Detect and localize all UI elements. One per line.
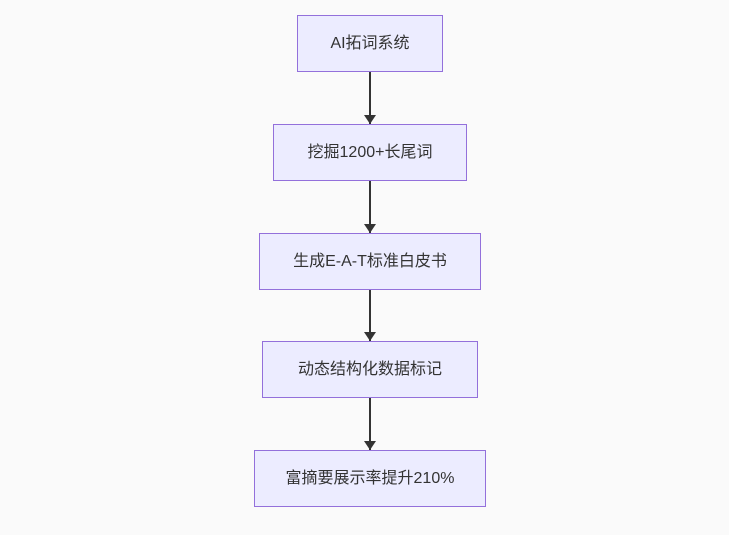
flow-arrow-1 (364, 72, 376, 124)
flow-arrow-3 (364, 290, 376, 341)
flow-node-rich-snippet-result: 富摘要展示率提升210% (254, 450, 486, 507)
arrow-down-icon (364, 332, 376, 341)
flow-arrow-4 (364, 398, 376, 450)
arrow-down-icon (364, 224, 376, 233)
flow-node-longtail-mining: 挖掘1200+长尾词 (273, 124, 467, 181)
flow-node-eat-whitepaper: 生成E-A-T标准白皮书 (259, 233, 481, 290)
flow-node-structured-data-markup: 动态结构化数据标记 (262, 341, 478, 398)
flow-node-ai-keyword-system: AI拓词系统 (297, 15, 443, 72)
arrow-down-icon (364, 441, 376, 450)
arrow-down-icon (364, 115, 376, 124)
flow-arrow-2 (364, 181, 376, 233)
